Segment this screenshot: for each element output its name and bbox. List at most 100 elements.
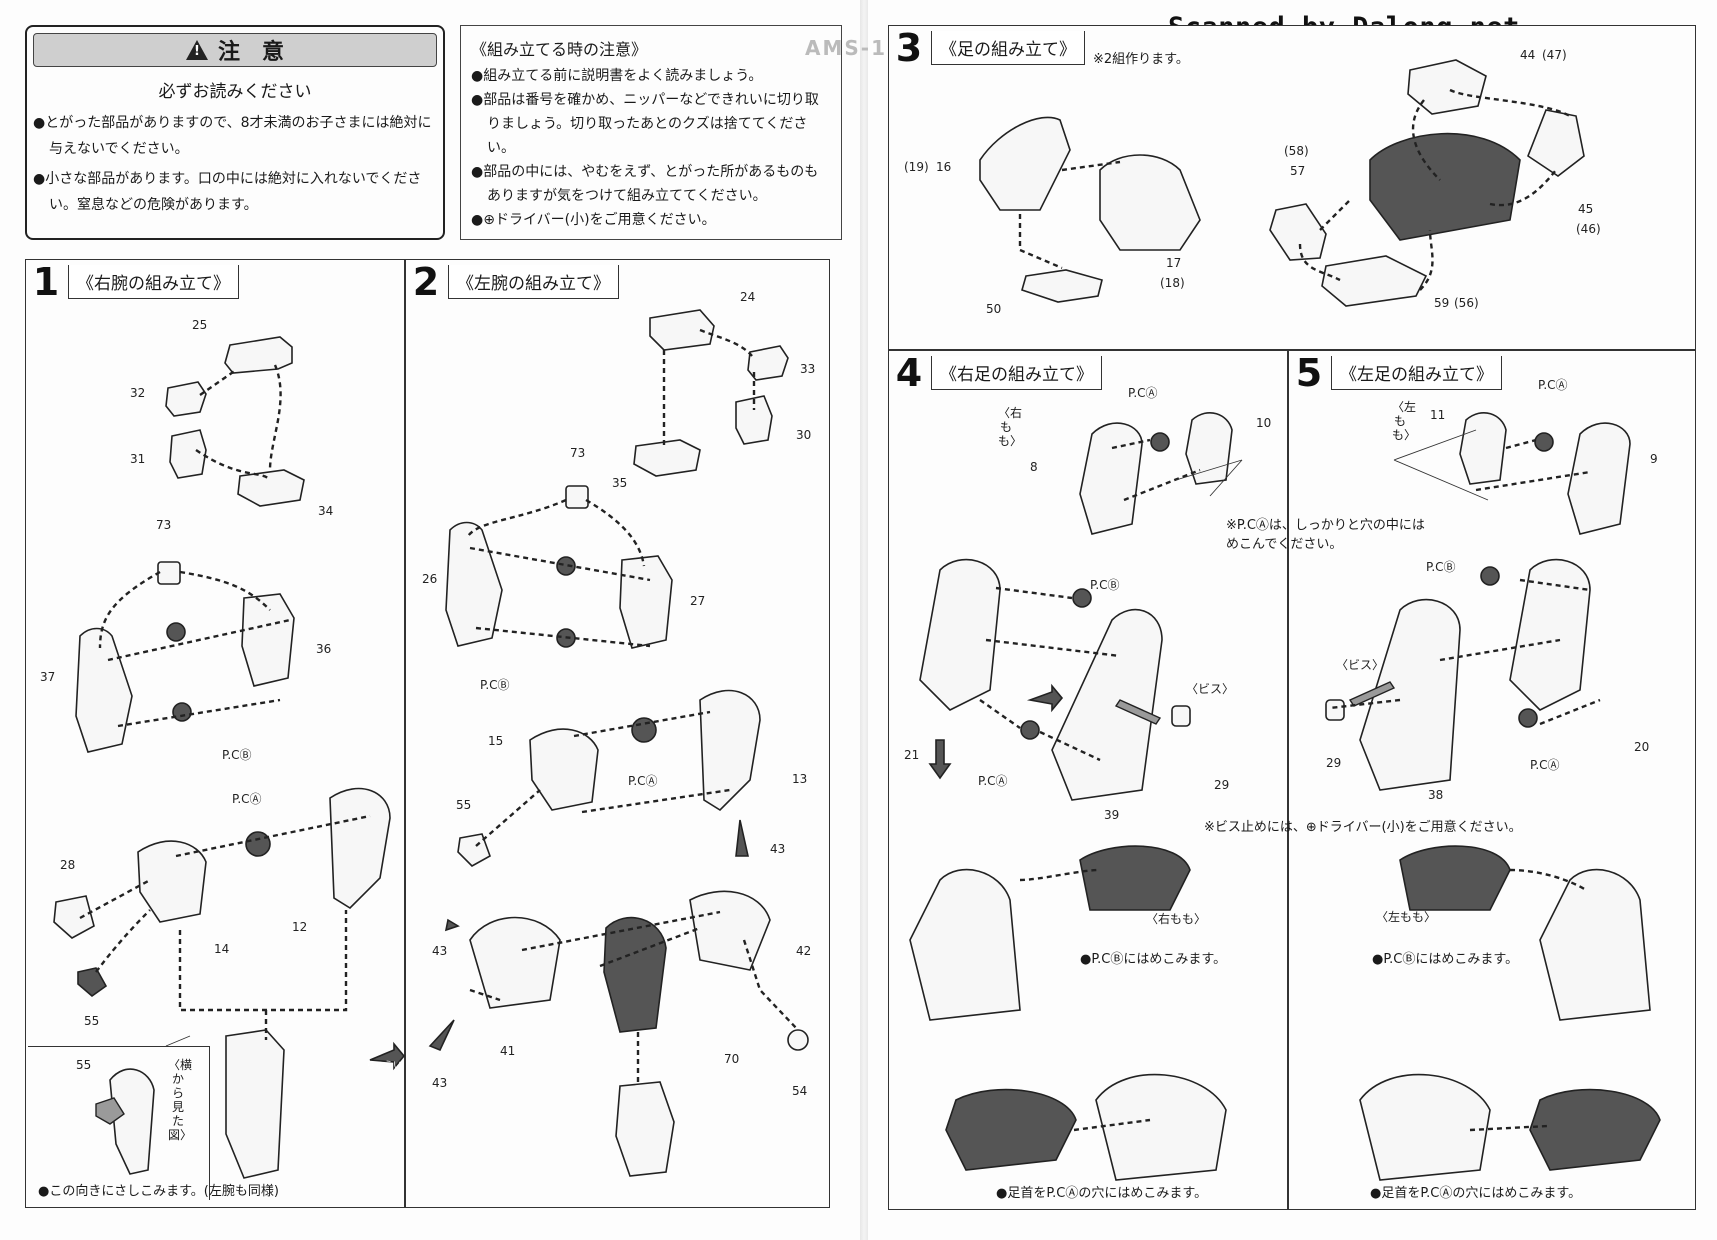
part-number: 32 bbox=[130, 386, 146, 400]
page-gutter bbox=[860, 0, 868, 1240]
step-5-header: 5 《左足の組み立て》 bbox=[1289, 351, 1502, 395]
step-4-title: 《右足の組み立て》 bbox=[931, 356, 1102, 390]
part-number: 16 bbox=[936, 160, 952, 174]
part-number: 34 bbox=[318, 504, 334, 518]
part-number: 10 bbox=[1256, 416, 1272, 430]
step-3-title: 《足の組み立て》 bbox=[931, 31, 1085, 65]
part-number: 8 bbox=[1030, 460, 1038, 474]
step-2-frame: 2 《左腕の組み立て》 bbox=[405, 259, 830, 1208]
part-number: 73 bbox=[570, 446, 586, 460]
side-view-label: 〈横から見た図〉 bbox=[168, 1058, 193, 1142]
part-number: 25 bbox=[192, 318, 208, 332]
screw-label: 〈ビス〉 bbox=[1186, 682, 1235, 696]
pc-label: P.CⒶ bbox=[628, 774, 658, 788]
part-number: (58) bbox=[1284, 144, 1309, 158]
pc-label: P.CⒷ bbox=[1090, 578, 1120, 592]
assembly-notes: 《組み立てる時の注意》 ●組み立てる前に説明書をよく読みましょう。 ●部品は番号… bbox=[460, 25, 842, 240]
caution-arrow-label: ちゅうい bbox=[366, 1061, 403, 1071]
part-number: 42 bbox=[796, 944, 812, 958]
part-number: 27 bbox=[690, 594, 706, 608]
pc-label: P.CⒶ bbox=[978, 774, 1008, 788]
step-4-number: 4 bbox=[895, 351, 923, 395]
part-number: (56) bbox=[1454, 296, 1479, 310]
caution-box: 注 意 必ずお読みください ●とがった部品がありますので、8才未満のお子さまには… bbox=[25, 25, 445, 240]
step-1-header: 1 《右腕の組み立て》 bbox=[26, 260, 239, 304]
part-number: 31 bbox=[130, 452, 146, 466]
part-number: 30 bbox=[796, 428, 812, 442]
part-number: 14 bbox=[214, 942, 230, 956]
step-1-title: 《右腕の組み立て》 bbox=[68, 265, 239, 299]
part-number: 41 bbox=[500, 1044, 516, 1058]
part-number: 55 bbox=[84, 1014, 100, 1028]
part-number: 33 bbox=[800, 362, 816, 376]
step-2-header: 2 《左腕の組み立て》 bbox=[406, 260, 619, 304]
part-number: 43 bbox=[432, 944, 448, 958]
assembly-notes-title: 《組み立てる時の注意》 bbox=[471, 40, 648, 59]
pc-label: P.CⒷ bbox=[480, 678, 510, 692]
right-thigh-caption: 〈右もも〉 bbox=[1146, 912, 1207, 926]
part-number: 59 bbox=[1434, 296, 1450, 310]
assembly-note: ●組み立てる前に説明書をよく読みましょう。 bbox=[471, 68, 763, 84]
step-4-header: 4 《右足の組み立て》 bbox=[889, 351, 1102, 395]
pc-label: P.CⒶ bbox=[1530, 758, 1560, 772]
pc-label: P.CⒶ bbox=[1538, 378, 1568, 392]
step-5-number: 5 bbox=[1295, 351, 1323, 395]
part-number: 73 bbox=[156, 518, 172, 532]
part-number: (47) bbox=[1542, 48, 1567, 62]
part-number: 70 bbox=[724, 1052, 740, 1066]
step-3-header: 3 《足の組み立て》 ※2組作ります。 bbox=[889, 26, 1189, 70]
part-number: (19) bbox=[904, 160, 929, 174]
pc-label: P.CⒶ bbox=[232, 792, 262, 806]
step-4-footnote: ●足首をP.CⒶの穴にはめこみます。 bbox=[996, 1186, 1208, 1201]
assembly-note: ●部品は番号を確かめ、ニッパーなどできれいに切り取りましょう。切り取ったあとのク… bbox=[471, 92, 819, 156]
caution-subtitle: 必ずお読みください bbox=[158, 82, 312, 102]
part-number: 50 bbox=[986, 302, 1002, 316]
part-number: 44 bbox=[1520, 48, 1536, 62]
pc-label: P.CⒷ bbox=[1426, 560, 1456, 574]
left-thigh-caption: 〈左もも〉 bbox=[1376, 910, 1437, 924]
part-number: 43 bbox=[432, 1076, 448, 1090]
part-number: 39 bbox=[1104, 808, 1120, 822]
step-5-frame: 5 《左足の組み立て》 bbox=[1288, 350, 1696, 1210]
part-number: 13 bbox=[792, 772, 808, 786]
part-number: 36 bbox=[316, 642, 332, 656]
caution-title: 注 意 bbox=[217, 40, 284, 65]
step-3-note: ※2組作ります。 bbox=[1093, 51, 1189, 67]
part-number: 38 bbox=[1428, 788, 1444, 802]
pc-fit-note: ※P.CⒶは、しっかりと穴の中にはめこんでください。 bbox=[1226, 518, 1425, 552]
part-number: 15 bbox=[488, 734, 504, 748]
assembly-note: ●⊕ドライバー(小)をご用意ください。 bbox=[471, 212, 716, 228]
left-thigh-label: 〈左もも〉 bbox=[1392, 400, 1417, 442]
step-3-frame: 3 《足の組み立て》 ※2組作ります。 bbox=[888, 25, 1696, 350]
part-number: 11 bbox=[1430, 408, 1446, 422]
part-number: 24 bbox=[740, 290, 756, 304]
part-number: 12 bbox=[292, 920, 308, 934]
pc-label: P.CⒶ bbox=[1128, 386, 1158, 400]
side-view-inset bbox=[28, 1046, 210, 1200]
part-number: 20 bbox=[1634, 740, 1650, 754]
part-number: 21 bbox=[904, 748, 920, 762]
caution-item: ●小さな部品があります。口の中には絶対に入れないでください。窒息などの危険があり… bbox=[33, 171, 422, 213]
part-number: 43 bbox=[770, 842, 786, 856]
caution-header: 注 意 bbox=[33, 33, 437, 67]
part-number: 45 bbox=[1578, 202, 1594, 216]
part-number: 29 bbox=[1326, 756, 1342, 770]
part-number: 17 bbox=[1166, 256, 1182, 270]
part-number: 26 bbox=[422, 572, 438, 586]
right-thigh-label: 〈右もも〉 bbox=[998, 406, 1023, 448]
part-number: (46) bbox=[1576, 222, 1601, 236]
assembly-note: ●部品の中には、やむをえず、とがった所があるものもありますが気をつけて組み立てて… bbox=[471, 164, 819, 204]
step-3-number: 3 bbox=[895, 26, 923, 70]
part-number: 55 bbox=[76, 1058, 92, 1072]
part-number: (18) bbox=[1160, 276, 1185, 290]
part-number: 55 bbox=[456, 798, 472, 812]
step-5-title: 《左足の組み立て》 bbox=[1331, 356, 1502, 390]
step-5-pc-caption: ●P.CⒷにはめこみます。 bbox=[1372, 952, 1519, 967]
caution-item: ●とがった部品がありますので、8才未満のお子さまには絶対に与えないでください。 bbox=[33, 115, 432, 157]
part-number: 57 bbox=[1290, 164, 1306, 178]
part-number: 54 bbox=[792, 1084, 808, 1098]
step-2-number: 2 bbox=[412, 260, 440, 304]
screw-driver-note: ※ビス止めには、⊕ドライバー(小)をご用意ください。 bbox=[1204, 820, 1522, 835]
step-1-number: 1 bbox=[32, 260, 60, 304]
